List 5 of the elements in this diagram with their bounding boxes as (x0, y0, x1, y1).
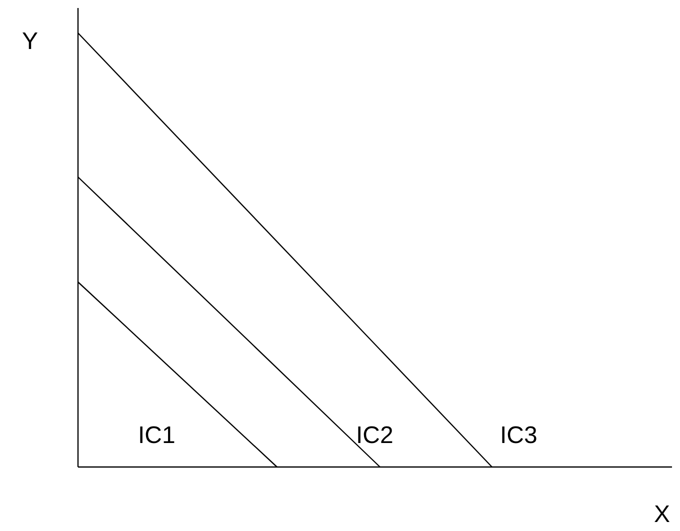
curve-label: IC1 (138, 424, 176, 448)
curve-label: IC3 (500, 424, 538, 448)
axis-label: X (654, 503, 670, 527)
curve-label: IC2 (356, 424, 394, 448)
axis-label: Y (22, 30, 38, 54)
